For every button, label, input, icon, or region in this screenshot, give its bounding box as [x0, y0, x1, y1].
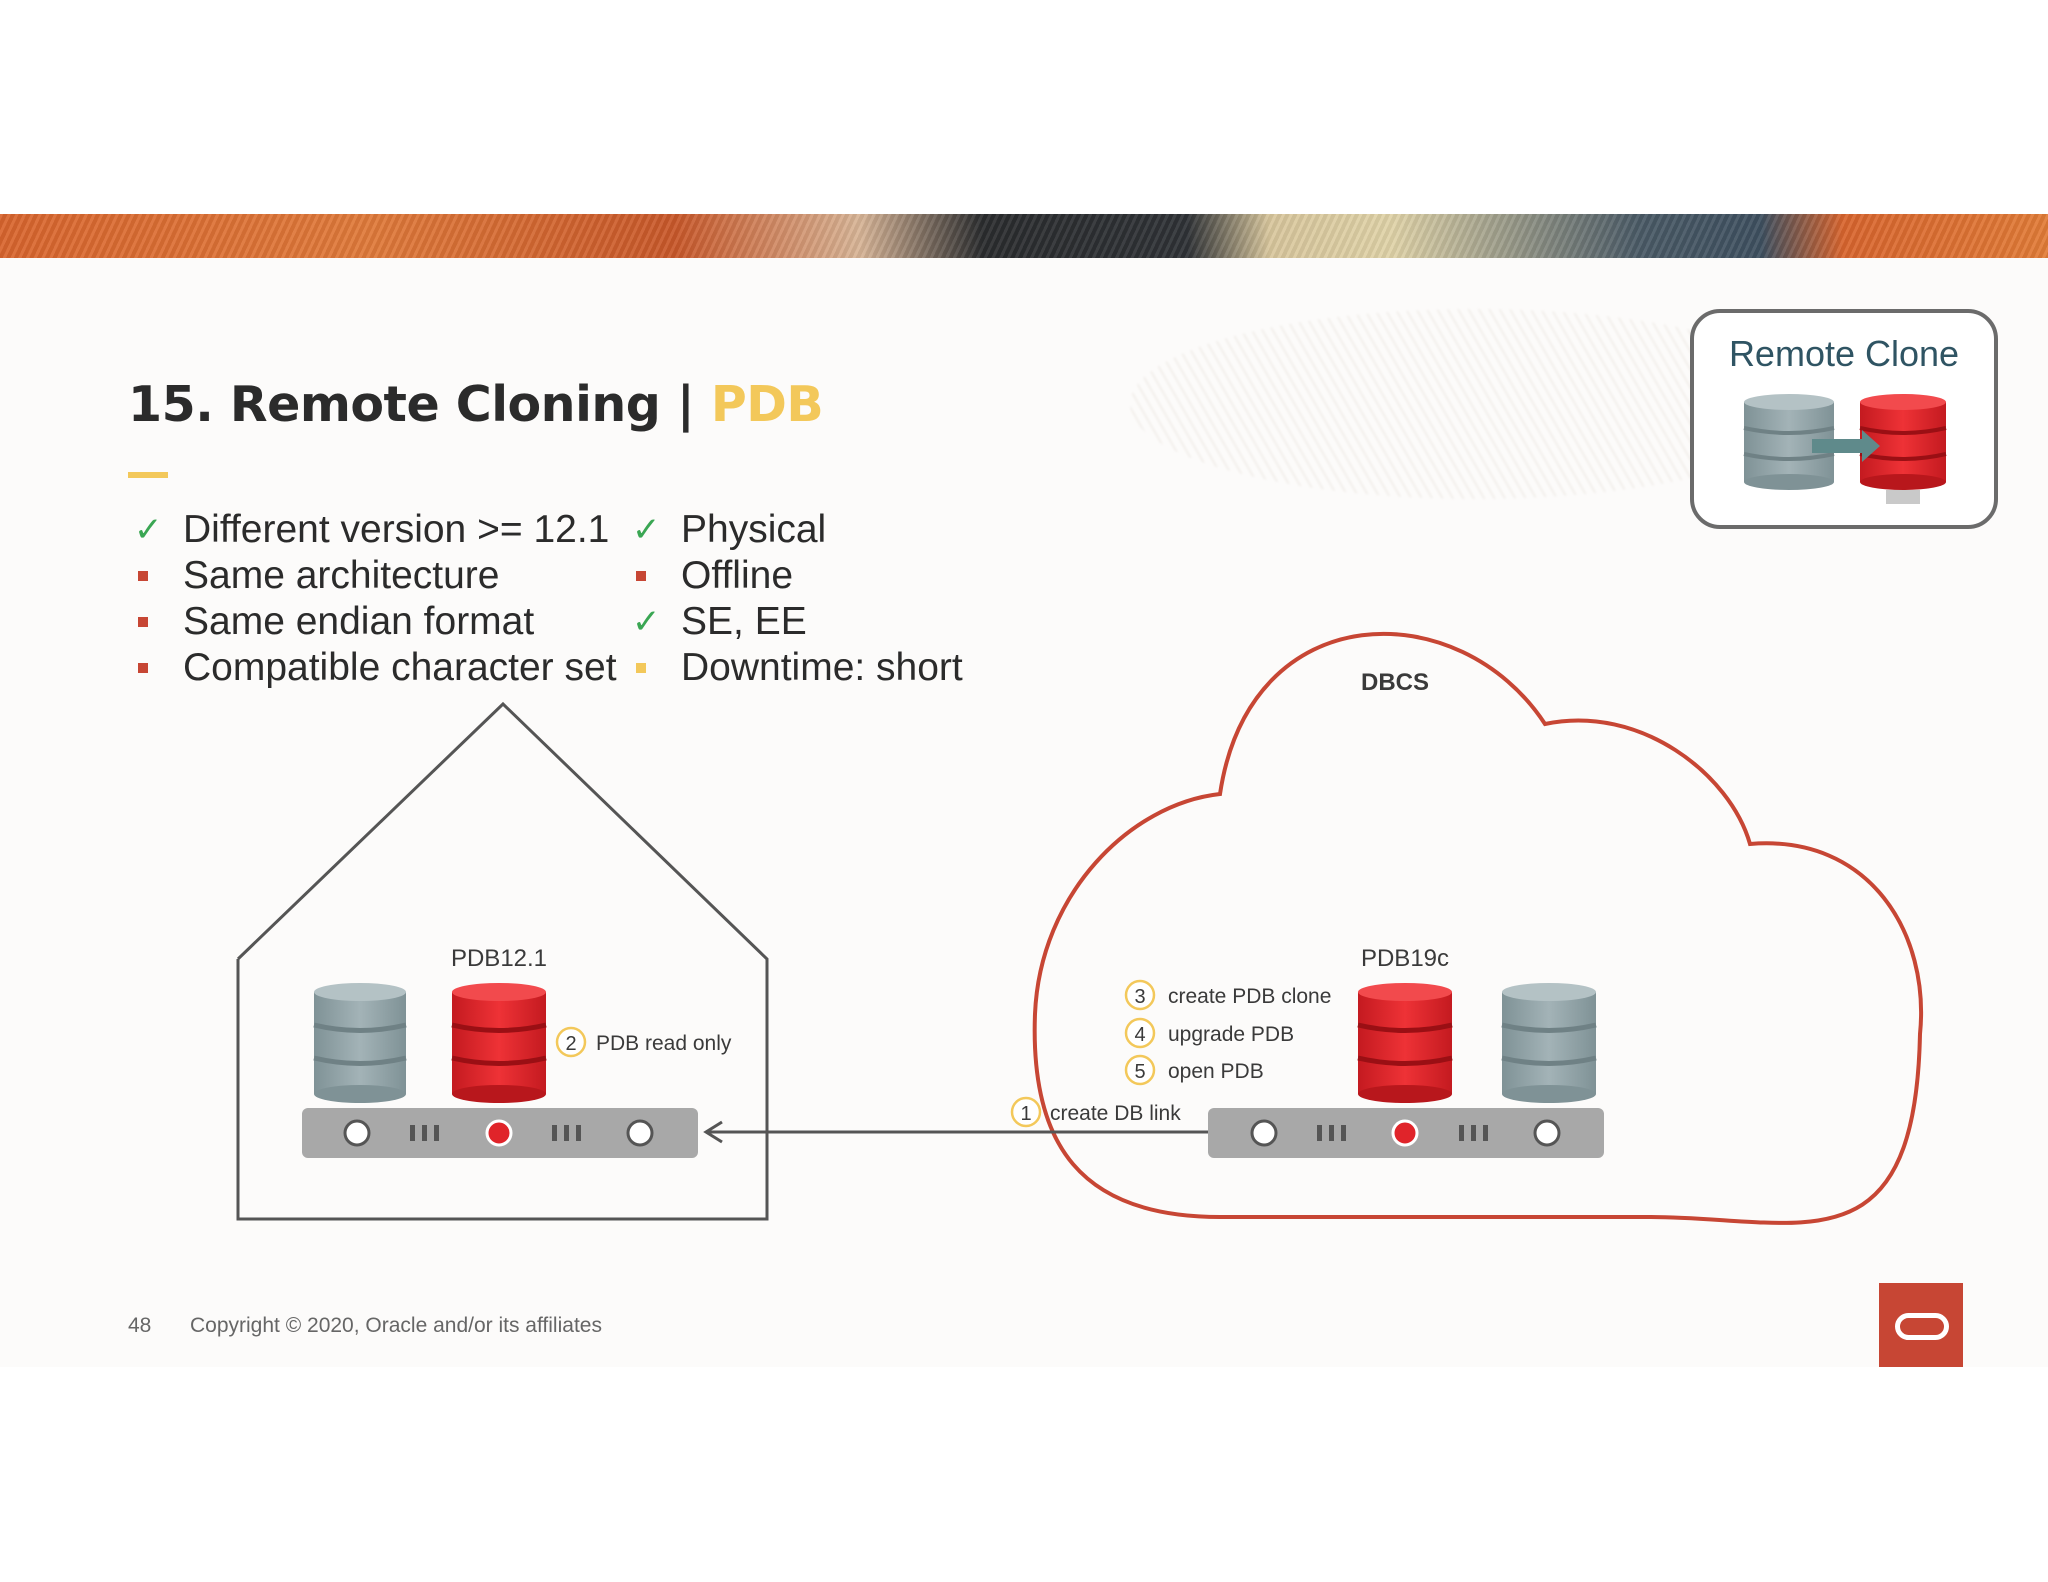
- requirements-list: Different version >= 12.1 Same architect…: [132, 507, 617, 691]
- check-icon: [132, 507, 163, 553]
- step-2-label: PDB read only: [596, 1032, 732, 1055]
- list-item: Offline: [630, 553, 963, 599]
- database-icon: [313, 983, 407, 1103]
- remote-clone-title: Remote Clone: [1729, 333, 1959, 374]
- arrow-right-icon: [1812, 430, 1880, 462]
- slide-title-main: 15. Remote Cloning |: [128, 376, 711, 433]
- svg-text:3: 3: [1134, 986, 1145, 1008]
- svg-text:5: 5: [1134, 1061, 1145, 1083]
- remote-clone-diagram: Remote Clone PDB12.1: [236, 309, 1998, 1225]
- list-item: Physical: [630, 507, 963, 553]
- remote-clone-badge: Remote Clone: [1690, 309, 1998, 529]
- db-link-arrow: [703, 1120, 1208, 1144]
- check-icon: [630, 599, 661, 645]
- svg-text:2: 2: [565, 1033, 576, 1055]
- svg-text:4: 4: [1134, 1024, 1145, 1046]
- step-1-badge: 1: [1010, 1096, 1042, 1128]
- oracle-logo-icon: [1879, 1283, 1963, 1367]
- cloud-label: DBCS: [1361, 669, 1429, 696]
- database-icon: [1357, 983, 1453, 1103]
- slide-title: 15. Remote Cloning | PDB: [128, 376, 824, 433]
- square-bullet-icon: [132, 645, 162, 691]
- list-item: Compatible character set: [132, 645, 617, 691]
- cloud-outline-icon: [1032, 631, 1923, 1225]
- list-item: SE, EE: [630, 599, 963, 645]
- copyright: Copyright © 2020, Oracle and/or its affi…: [190, 1314, 602, 1337]
- square-bullet-icon: [630, 645, 660, 691]
- step-4-badge: 4: [1124, 1017, 1156, 1049]
- server-rack-icon: [302, 1108, 698, 1158]
- properties-list: Physical Offline SE, EE Downtime: short: [630, 507, 963, 691]
- step-4-label: upgrade PDB: [1168, 1023, 1294, 1046]
- svg-text:1: 1: [1020, 1103, 1031, 1125]
- header-banner: [0, 214, 2048, 258]
- square-bullet-icon: [132, 553, 162, 599]
- list-item: Different version >= 12.1: [132, 507, 617, 553]
- step-5-label: open PDB: [1168, 1060, 1264, 1083]
- source-pdb-label: PDB12.1: [451, 945, 547, 972]
- list-item: Same endian format: [132, 599, 617, 645]
- square-bullet-icon: [132, 599, 162, 645]
- server-rack-icon: [1208, 1108, 1604, 1158]
- step-3-label: create PDB clone: [1168, 985, 1331, 1008]
- check-icon: [630, 507, 661, 553]
- target-pdb-label: PDB19c: [1361, 945, 1449, 972]
- database-icon: [451, 983, 547, 1103]
- list-item: Downtime: short: [630, 645, 963, 691]
- house-outline-icon: [236, 701, 769, 1221]
- step-1-label: create DB link: [1050, 1102, 1181, 1125]
- square-bullet-icon: [630, 553, 660, 599]
- page-number: 48: [128, 1314, 152, 1337]
- slide: 15. Remote Cloning | PDB Different versi…: [0, 214, 2048, 1367]
- database-icon: [1501, 983, 1597, 1103]
- list-item: Same architecture: [132, 553, 617, 599]
- slide-title-highlight: PDB: [710, 376, 824, 433]
- step-3-badge: 3: [1124, 979, 1156, 1011]
- title-underline: [128, 472, 168, 478]
- step-5-badge: 5: [1124, 1054, 1156, 1086]
- step-2-badge: 2: [555, 1026, 587, 1058]
